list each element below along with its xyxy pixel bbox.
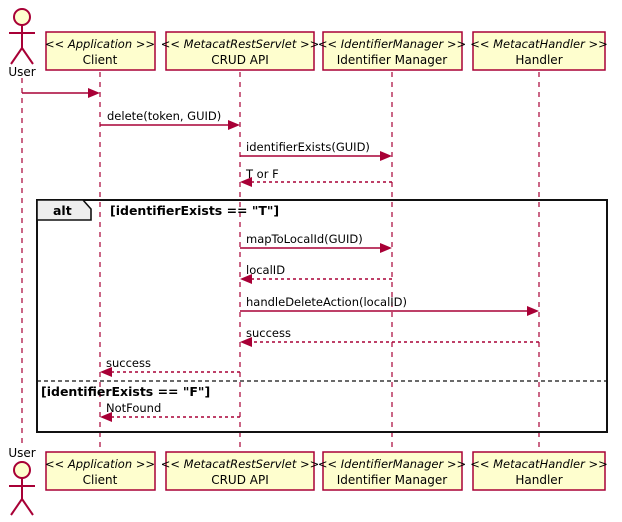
actor-leg-left-icon-bottom [10,498,23,516]
participant-header-handler[interactable]: << MetacatHandler >> Handler [470,31,608,71]
message-user-to-client[interactable] [22,88,100,98]
message-identifier-exists[interactable]: identifierExists(GUID) [240,140,392,161]
message-label-m2: identifierExists(GUID) [246,140,370,154]
participant-stereotype-crud: << MetacatRestServlet >> [161,37,320,51]
message-label-m8: success [106,356,151,370]
message-label-m3: T or F [245,167,279,181]
alt-branch-condition-2: [identifierExists == "F"] [41,384,210,399]
message-arrowhead-m0 [88,88,100,98]
participant-name-crud: CRUD API [211,53,269,67]
participant-name-client: Client [83,53,118,67]
alt-fragment-border [36,199,608,433]
alt-branch-condition-1: [identifierExists == "T"] [110,203,279,218]
message-success-client[interactable]: success [100,356,240,377]
participant-stereotype-handler-footer: << MetacatHandler >> [470,457,608,471]
alt-fragment-tab [36,199,92,221]
message-delete[interactable]: delete(token, GUID) [100,109,240,130]
participant-stereotype-idman-footer: << IdentifierManager >> [318,457,466,471]
message-arrowhead-m1 [228,120,240,130]
participant-name-client-footer: Client [83,473,118,487]
actor-label-top: User [8,65,35,79]
alt-fragment-label: alt [53,203,72,218]
participant-box-client-footer[interactable] [45,451,156,491]
message-local-id[interactable]: localID [240,263,392,284]
message-t-or-f[interactable]: T or F [240,167,392,187]
message-arrowhead-m9 [100,412,112,422]
message-label-m5: localID [246,263,285,277]
participant-footer-idman[interactable]: << IdentifierManager >> Identifier Manag… [318,451,466,491]
participant-box-idman[interactable] [322,31,463,71]
message-arrowhead-m7 [240,337,252,347]
message-label-m1: delete(token, GUID) [107,109,221,123]
actor-leg-right-icon [21,47,34,65]
participant-box-crud-footer[interactable] [165,451,315,491]
actor-user-top[interactable]: User [8,8,36,79]
participant-stereotype-handler: << MetacatHandler >> [470,37,608,51]
participant-stereotype-idman: << IdentifierManager >> [318,37,466,51]
participant-box-crud[interactable] [165,31,315,71]
participant-box-handler-footer[interactable] [472,451,606,491]
participant-box-client[interactable] [45,31,156,71]
actor-label-bottom: User [8,446,35,460]
actor-leg-left-icon [10,47,23,65]
message-map-to-local-id[interactable]: mapToLocalId(GUID) [240,232,392,253]
alt-fragment: alt [identifierExists == "T"] [identifie… [36,199,608,433]
message-arrowhead-m5 [240,274,252,284]
message-success-handler[interactable]: success [240,326,539,347]
participant-stereotype-client-footer: << Application >> [45,457,155,471]
participant-name-handler: Handler [515,53,562,67]
participant-footer-handler[interactable]: << MetacatHandler >> Handler [470,451,608,491]
message-arrowhead-m3 [240,177,252,187]
message-label-m4: mapToLocalId(GUID) [246,232,363,246]
participant-name-crud-footer: CRUD API [211,473,269,487]
participant-footer-crud[interactable]: << MetacatRestServlet >> CRUD API [161,451,320,491]
message-handle-delete-action[interactable]: handleDeleteAction(localID) [240,295,539,316]
message-label-m7: success [246,326,291,340]
actor-user-bottom[interactable]: User [8,446,36,516]
participant-box-idman-footer[interactable] [322,451,463,491]
participant-stereotype-client: << Application >> [45,37,155,51]
participant-header-crud[interactable]: << MetacatRestServlet >> CRUD API [161,31,320,71]
message-arrowhead-m8 [100,367,112,377]
message-arrowhead-m2 [380,151,392,161]
actor-leg-right-icon-bottom [21,498,34,516]
actor-head-icon [13,8,31,26]
message-arrowhead-m4 [380,243,392,253]
participant-name-idman-footer: Identifier Manager [337,473,448,487]
participant-name-idman: Identifier Manager [337,53,448,67]
message-label-m6: handleDeleteAction(localID) [246,295,407,309]
participant-box-handler[interactable] [472,31,606,71]
actor-head-icon-bottom [13,461,31,479]
lifelines [21,72,540,452]
participant-stereotype-crud-footer: << MetacatRestServlet >> [161,457,320,471]
participant-header-client[interactable]: << Application >> Client [45,31,156,71]
message-notfound-client[interactable]: NotFound [100,401,240,422]
message-arrowhead-m6 [527,306,539,316]
participant-header-idman[interactable]: << IdentifierManager >> Identifier Manag… [318,31,466,71]
participant-footer-client[interactable]: << Application >> Client [45,451,156,491]
participant-name-handler-footer: Handler [515,473,562,487]
message-label-m9: NotFound [106,401,161,415]
